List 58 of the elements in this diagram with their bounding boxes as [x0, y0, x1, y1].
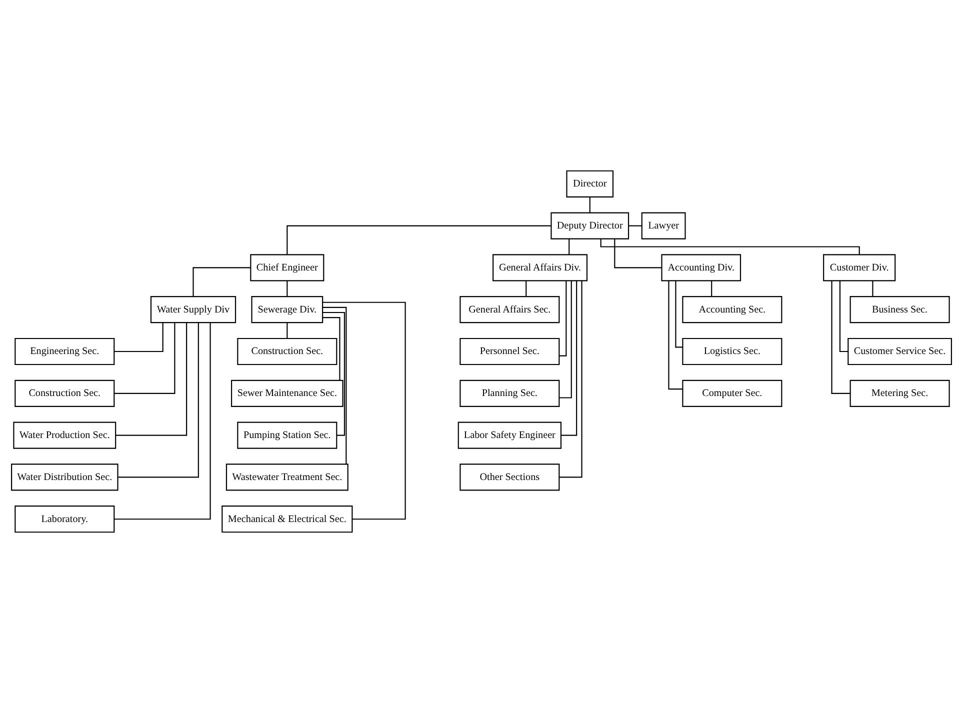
connector	[675, 280, 683, 348]
node-box: General Affairs Div.	[492, 254, 588, 281]
connector	[561, 280, 578, 436]
node-box: Accounting Sec.	[682, 296, 782, 323]
connector	[526, 280, 527, 296]
connector	[589, 196, 590, 212]
connector	[559, 280, 572, 398]
connector	[322, 301, 406, 520]
connector	[286, 224, 551, 254]
node-box: General Affairs Sec.	[460, 296, 560, 323]
node-box: Water Production Sec.	[13, 421, 116, 448]
node-box: Customer Service Sec.	[848, 337, 952, 365]
connector	[559, 280, 567, 356]
connector	[116, 322, 188, 436]
connector	[286, 280, 288, 296]
node-box: Laboratory.	[14, 505, 115, 532]
connector	[286, 322, 288, 338]
node-box: Customer Div.	[823, 254, 896, 281]
node-box: Water Distribution Sec.	[11, 463, 118, 490]
node-box: Wastewater Treatment Sec.	[226, 463, 348, 490]
node-box: Business Sec.	[850, 296, 950, 323]
connector	[872, 280, 874, 296]
connector	[322, 316, 340, 380]
connector	[114, 322, 164, 352]
node-box: Pumping Station Sec.	[237, 421, 338, 448]
node-box: Sewerage Div.	[251, 296, 324, 323]
connector	[114, 322, 211, 520]
node-box: Construction Sec.	[237, 337, 338, 365]
connector	[831, 280, 850, 394]
connector	[600, 238, 860, 254]
connector	[118, 322, 199, 478]
connector	[114, 322, 176, 394]
connector	[322, 306, 347, 464]
node-box: Computer Sec.	[682, 379, 782, 406]
node-box: Mechanical & Electrical Sec.	[222, 505, 353, 532]
node-box: Director	[566, 170, 614, 197]
connector	[614, 238, 662, 268]
node-box: Chief Engineer	[250, 254, 324, 281]
connector	[192, 266, 251, 296]
connector	[839, 280, 848, 352]
node-box: Labor Safety Engineer	[458, 421, 562, 448]
node-box: Sewer Maintenance Sec.	[231, 379, 344, 406]
connector	[628, 224, 642, 226]
node-box: Personnel Sec.	[460, 337, 560, 365]
node-box: Planning Sec.	[460, 379, 560, 406]
connector	[568, 238, 570, 254]
node-box: Water Supply Div	[150, 296, 236, 323]
node-box: Metering Sec.	[850, 379, 950, 406]
connector	[711, 280, 712, 296]
node-box: Engineering Sec.	[14, 337, 115, 365]
node-box: Deputy Director	[550, 212, 630, 239]
node-box: Accounting Div.	[661, 254, 742, 281]
node-box: Other Sections	[460, 463, 560, 490]
connector	[559, 280, 582, 478]
node-box: Construction Sec.	[14, 379, 115, 406]
node-box: Lawyer	[641, 212, 686, 239]
connector	[322, 311, 346, 436]
node-box: Logistics Sec.	[682, 337, 782, 365]
